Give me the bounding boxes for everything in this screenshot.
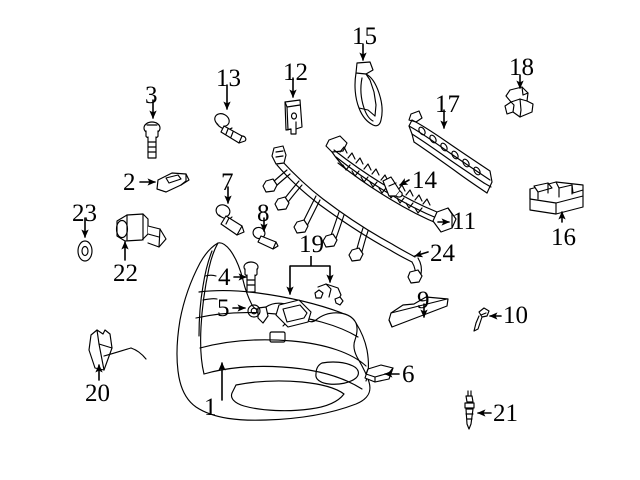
part-end-trim-bracket [88, 329, 147, 371]
part-lower-strip-bracket [388, 296, 449, 328]
part-side-bracket [354, 61, 383, 127]
callout-20[interactable]: 20 [85, 380, 110, 407]
callout-10[interactable]: 10 [503, 302, 528, 329]
part-washer-nut [247, 304, 261, 318]
callout-9[interactable]: 9 [417, 287, 430, 314]
callout-8[interactable]: 8 [257, 200, 270, 227]
callout-21[interactable]: 21 [493, 400, 518, 427]
callout-4[interactable]: 4 [218, 264, 231, 291]
callout-22[interactable]: 22 [113, 260, 138, 287]
part-retainer-clip [284, 99, 303, 135]
part-sensor-bracket-set [275, 283, 344, 328]
callout-2[interactable]: 2 [123, 169, 136, 196]
part-expansion-rivet [464, 390, 475, 430]
callout-6[interactable]: 6 [402, 361, 415, 388]
callout-16[interactable]: 16 [551, 224, 576, 251]
part-guide-rail-bracket [529, 181, 584, 215]
callout-23[interactable]: 23 [72, 200, 97, 227]
part-park-assist-sensor [115, 213, 167, 248]
leader-arrows [81, 43, 566, 417]
callout-12[interactable]: 12 [283, 59, 308, 86]
callout-11[interactable]: 11 [452, 208, 477, 235]
part-bumper-reinforcement-bar [408, 110, 493, 194]
part-stud-fastener [215, 204, 245, 236]
part-bracket-clip [156, 172, 190, 193]
callout-14[interactable]: 14 [412, 167, 437, 194]
part-front-bumper-cover [176, 242, 371, 421]
part-push-pin-clip [473, 307, 490, 332]
callout-13[interactable]: 13 [216, 65, 241, 92]
part-hex-head-bolt [214, 113, 247, 144]
part-mounting-bracket [504, 86, 534, 118]
part-hex-flange-bolt [143, 121, 161, 159]
callout-19[interactable]: 19 [299, 231, 324, 258]
part-pad-block [364, 364, 394, 383]
callout-18[interactable]: 18 [509, 54, 534, 81]
callout-15[interactable]: 15 [352, 23, 377, 50]
part-sensor-wiring-harness [262, 145, 423, 284]
callout-17[interactable]: 17 [435, 91, 460, 118]
callout-5[interactable]: 5 [217, 295, 230, 322]
callout-7[interactable]: 7 [221, 169, 234, 196]
callout-24[interactable]: 24 [430, 240, 455, 267]
callout-3[interactable]: 3 [145, 82, 158, 109]
callout-1[interactable]: 1 [204, 394, 217, 421]
part-rivet-pin [382, 176, 403, 198]
part-hex-bolt [243, 261, 259, 293]
part-sensor-grommet-ring [77, 240, 93, 262]
